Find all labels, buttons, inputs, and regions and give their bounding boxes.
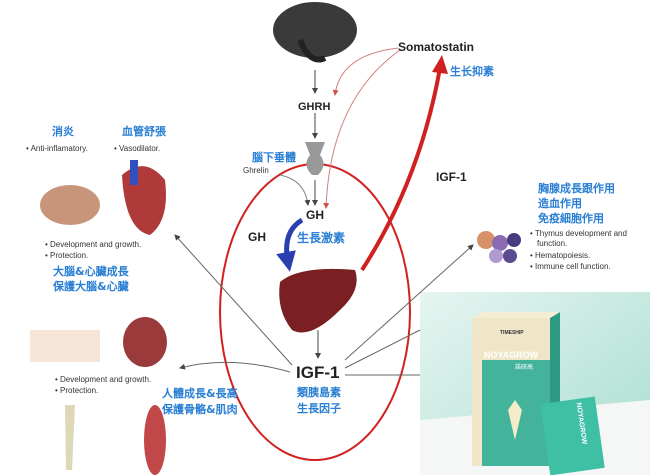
top-left-bullet-2: • Protection. bbox=[45, 251, 89, 260]
right-cn-2: 造血作用 bbox=[538, 197, 582, 210]
vaso-en: • Vasodilator. bbox=[114, 144, 161, 153]
pituitary-image bbox=[305, 142, 325, 175]
bottom-left-cn-2: 保護骨骼&肌肉 bbox=[162, 403, 238, 416]
igf1-arrow-label: IGF-1 bbox=[436, 170, 467, 184]
igf1-cn-2: 生長因子 bbox=[297, 402, 341, 415]
igf1-label: IGF-1 bbox=[296, 363, 340, 382]
product-name-cn: 諾研高 bbox=[515, 365, 534, 371]
somatostatin-cn-label: 生长抑素 bbox=[450, 65, 494, 78]
cells-image bbox=[477, 231, 521, 263]
bottom-left-cn-1: 人體成長&長高 bbox=[162, 387, 238, 400]
brain-small-image bbox=[40, 185, 100, 225]
vaso-cn: 血管舒張 bbox=[122, 125, 166, 138]
product-sachet bbox=[540, 396, 605, 475]
gh-label: GH bbox=[306, 208, 324, 222]
bone-image bbox=[65, 405, 75, 470]
gh-cn-label: 生長激素 bbox=[297, 231, 346, 245]
igf1-cn-1: 類胰島素 bbox=[297, 386, 341, 399]
top-left-cn-2: 保護大腦&心臟 bbox=[53, 280, 129, 293]
pituitary-label: 腦下垂體 bbox=[252, 151, 296, 164]
right-bullet-1a: • Thymus development and bbox=[530, 229, 627, 238]
anti-inflam-en: • Anti-inflamatory. bbox=[26, 144, 88, 153]
brain-image bbox=[273, 2, 357, 58]
product-name: NOYAGROW bbox=[484, 350, 539, 360]
nerve-image bbox=[30, 330, 100, 362]
bottom-left-bullet-2: • Protection. bbox=[55, 386, 99, 395]
right-cn-1: 胸腺成長跟作用 bbox=[538, 182, 615, 195]
product-brand: TIMESHIP bbox=[500, 330, 524, 336]
ghrh-label: GHRH bbox=[298, 101, 331, 113]
liver-image bbox=[279, 268, 357, 333]
gh-left-label: GH bbox=[248, 230, 266, 244]
somatostatin-label: Somatostatin bbox=[398, 40, 475, 54]
fetus-image bbox=[123, 317, 167, 367]
anti-inflam-cn: 消炎 bbox=[52, 125, 74, 138]
heart-image bbox=[122, 166, 166, 235]
top-left-cn-1: 大腦&心臟成長 bbox=[53, 265, 129, 278]
top-left-bullet-1: • Development and growth. bbox=[45, 240, 142, 249]
right-bullet-3: • Immune cell function. bbox=[530, 262, 611, 271]
ghrelin-label: Ghrelin bbox=[243, 166, 269, 175]
right-cn-3: 免疫細胞作用 bbox=[538, 212, 604, 225]
bottom-left-bullet-1: • Development and growth. bbox=[55, 375, 152, 384]
right-bullet-2: • Hematopoiesis. bbox=[530, 251, 591, 260]
right-bullet-1b: function. bbox=[537, 239, 568, 248]
product-image bbox=[420, 292, 650, 475]
muscle-image bbox=[144, 405, 166, 475]
arrow-up-icon bbox=[508, 400, 522, 440]
